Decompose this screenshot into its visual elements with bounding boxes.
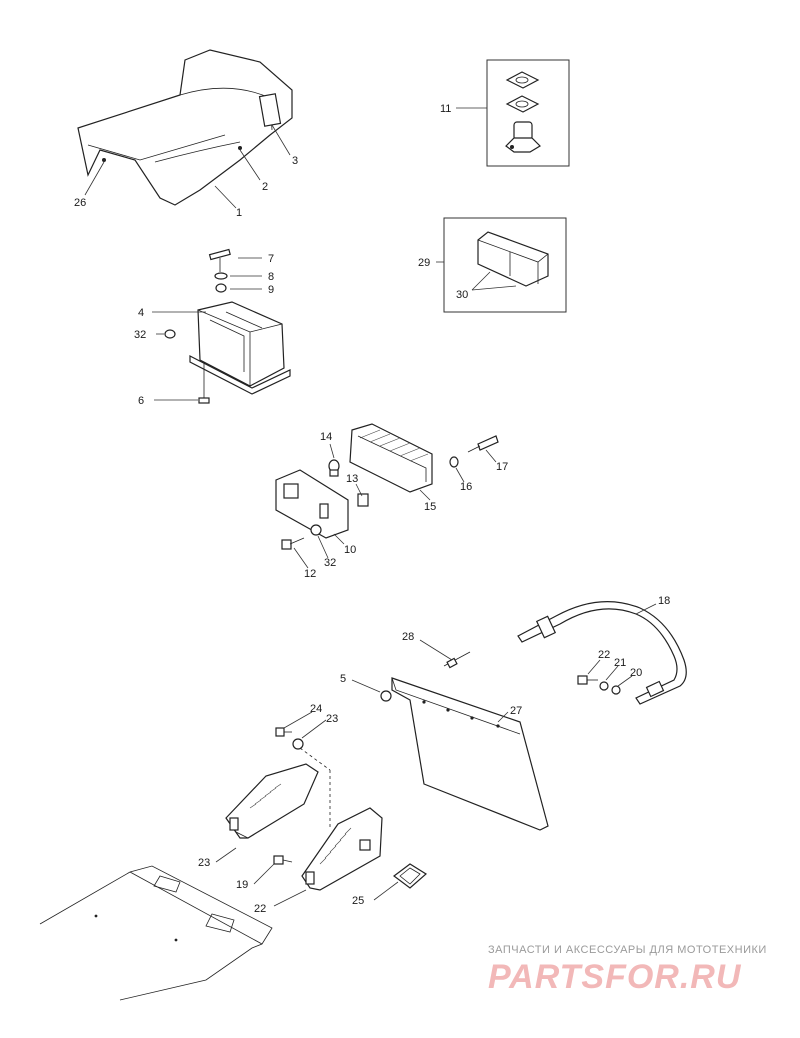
callout-30: 29 <box>418 257 430 269</box>
callout-11: 11 <box>440 103 451 115</box>
bolt-19 <box>273 855 293 865</box>
washer-32-upper <box>164 329 176 339</box>
screw-17 <box>467 435 499 453</box>
watermark-logo: PARTSFOR.RU <box>488 958 742 996</box>
callout-22: 22 <box>598 649 610 661</box>
taillight-lens-15 <box>349 423 433 493</box>
callout-23-lower: 22 <box>254 903 266 915</box>
washer-8 <box>214 272 228 280</box>
callout-23-upper: 23 <box>198 857 210 869</box>
callout-29: 28 <box>402 631 414 643</box>
washer-24 <box>292 738 304 750</box>
washer-16 <box>449 456 459 468</box>
rail-23-upper <box>225 763 319 839</box>
detail-box-11 <box>486 59 570 167</box>
callout-4: 4 <box>138 307 144 319</box>
bolt-7 <box>208 248 231 272</box>
washer-32-lower <box>310 524 322 536</box>
taillight-housing-10 <box>275 469 349 539</box>
callout-14: 14 <box>320 431 332 443</box>
callout-20: 20 <box>630 667 642 679</box>
tunnel <box>39 865 273 1001</box>
bracket-box <box>189 301 291 395</box>
bulb-14 <box>328 459 340 477</box>
callout-6: 6 <box>138 395 144 407</box>
callout-5: 5 <box>340 673 346 685</box>
plate-26 <box>393 863 428 889</box>
socket-13 <box>357 493 369 507</box>
screw-25 <box>275 727 292 737</box>
callout-2: 2 <box>262 181 268 193</box>
bolt-22 <box>577 675 598 685</box>
detail-box-30 <box>443 217 567 313</box>
rivet-29 <box>443 651 471 669</box>
callout-9: 9 <box>268 284 274 296</box>
nut-20 <box>611 685 621 695</box>
callout-32-upper: 32 <box>134 329 146 341</box>
watermark-tagline: ЗАПЧАСТИ И АКСЕССУАРЫ ДЛЯ МОТОТЕХНИКИ <box>488 944 767 956</box>
callout-13: 13 <box>346 473 358 485</box>
callout-10: 10 <box>344 544 356 556</box>
part-31-block <box>477 231 549 287</box>
callout-27: 26 <box>74 197 86 209</box>
callout-1: 1 <box>236 207 242 219</box>
callout-16: 16 <box>460 481 472 493</box>
rail-23-lower <box>301 807 383 891</box>
callout-25: 24 <box>310 703 322 715</box>
seat-assembly <box>77 49 293 206</box>
callout-24: 23 <box>326 713 338 725</box>
callout-31: 30 <box>456 289 468 301</box>
callout-21: 21 <box>614 657 626 669</box>
callout-28: 27 <box>510 705 522 717</box>
snow-flap-28 <box>391 677 549 831</box>
callout-8: 8 <box>268 271 274 283</box>
callout-18: 18 <box>658 595 670 607</box>
grab-handle-18 <box>517 601 687 705</box>
nut-9 <box>215 283 227 293</box>
washer-21 <box>599 681 609 691</box>
callout-3: 3 <box>292 155 298 167</box>
callout-26: 25 <box>352 895 364 907</box>
screw-6 <box>198 362 210 404</box>
callout-17: 17 <box>496 461 508 473</box>
callout-19: 19 <box>236 879 248 891</box>
callout-32-lower: 32 <box>324 557 336 569</box>
bolt-12 <box>281 537 305 550</box>
callout-12: 12 <box>304 568 316 580</box>
callout-15: 15 <box>424 501 436 513</box>
part-11-stack <box>505 71 541 153</box>
callout-7: 7 <box>268 253 274 265</box>
washer-5 <box>380 690 392 702</box>
